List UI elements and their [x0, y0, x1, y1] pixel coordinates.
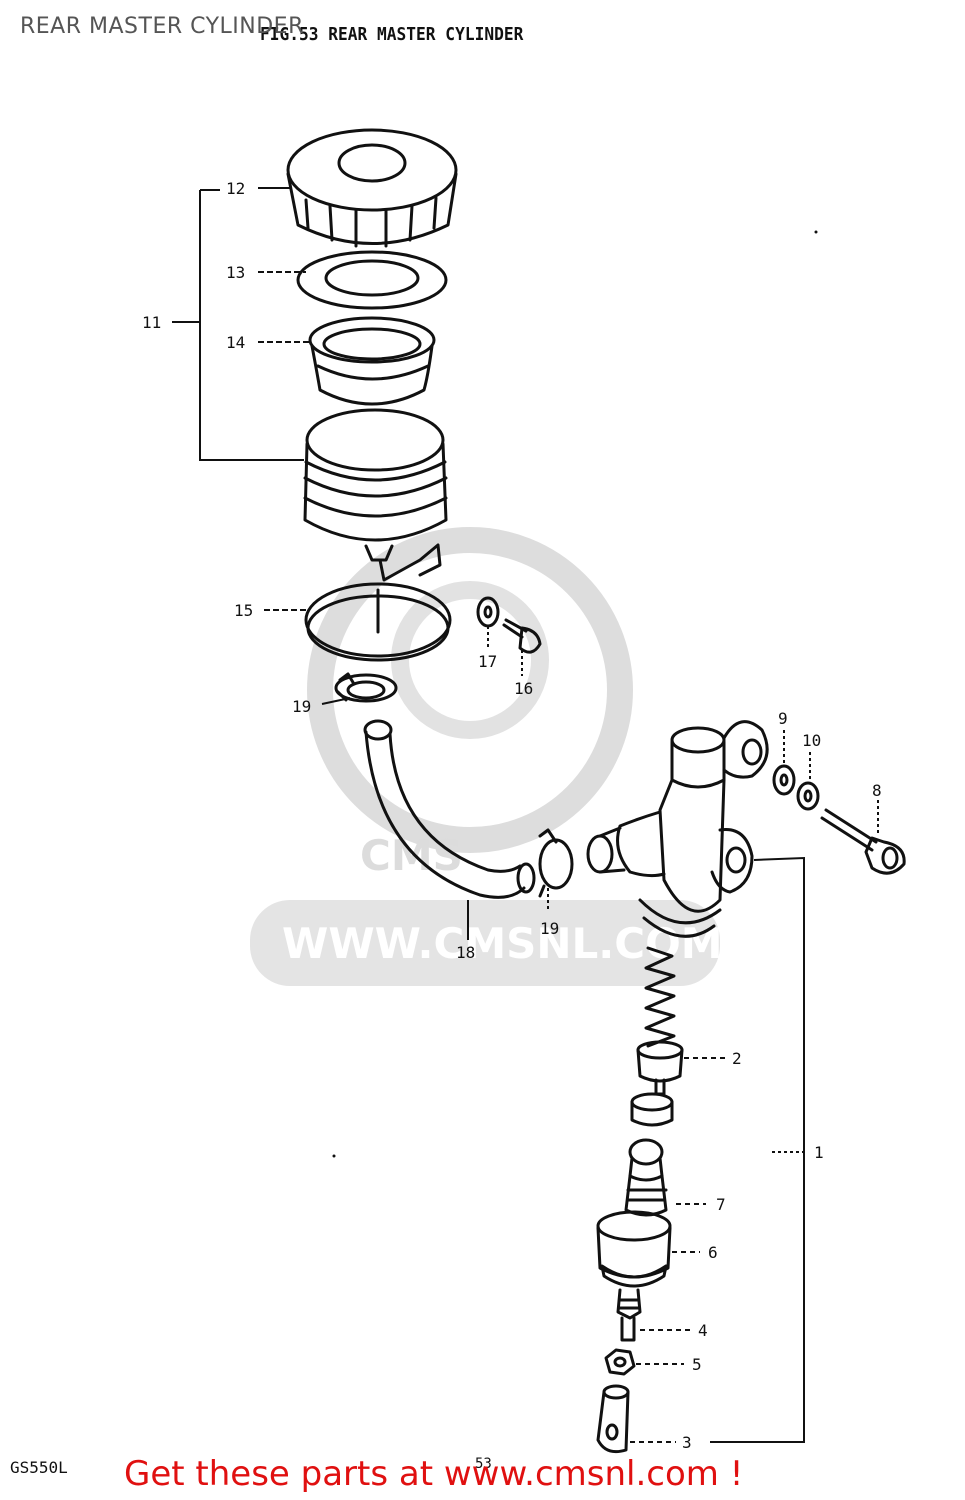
diaphragm-plate: [296, 250, 448, 310]
part-label-3: 3: [682, 1433, 692, 1452]
watermark-brand: CMS: [360, 831, 463, 880]
reservoir-band: [304, 543, 452, 662]
part-label-11: 11: [142, 313, 161, 332]
watermark-url: WWW.CMSNL.COM: [282, 919, 723, 968]
reservoir-cap: [286, 128, 458, 248]
part-label-10: 10: [802, 731, 821, 750]
piston-stopper: [596, 1210, 672, 1288]
part-label-16: 16: [514, 679, 533, 698]
piston: [624, 1138, 668, 1217]
part-label-7: 7: [716, 1195, 726, 1214]
footer-banner[interactable]: Get these parts at www.cmsnl.com !: [124, 1454, 744, 1494]
watermark-face: [391, 581, 549, 739]
hose-clamp-lower: [538, 828, 574, 898]
hose-clamp-upper: [334, 672, 398, 703]
figure-title: FIG.53 REAR MASTER CYLINDER: [260, 24, 524, 45]
part-label-19-upper: 19: [292, 697, 311, 716]
part-label-2: 2: [732, 1049, 742, 1068]
part-label-5: 5: [692, 1355, 702, 1374]
union-bolt: [820, 808, 906, 875]
push-rod: [616, 1288, 642, 1342]
diaphragm: [308, 316, 436, 406]
reservoir-hose: [363, 719, 536, 899]
part-label-9: 9: [778, 709, 788, 728]
rod-clevis: [596, 1384, 630, 1454]
part-label-18: 18: [456, 943, 475, 962]
union-gasket: [796, 781, 820, 811]
part-label-19-lower: 19: [540, 919, 559, 938]
scan-dot: [814, 230, 818, 234]
watermark-logo: CMS WWW.CMSNL.COM: [250, 527, 723, 986]
model-code: GS550L: [10, 1458, 68, 1477]
part-label-12: 12: [226, 179, 245, 198]
watermark-ring: [307, 527, 633, 853]
bracket-1: [710, 856, 805, 1443]
master-cylinder-body: [586, 720, 769, 938]
page-number: 53: [475, 1456, 492, 1472]
piston-spring: [644, 946, 676, 1048]
rod-nut: [604, 1348, 636, 1376]
union-washer: [772, 764, 796, 796]
part-label-4: 4: [698, 1321, 708, 1340]
scan-dot: [332, 1154, 336, 1158]
page-title: REAR MASTER CYLINDER: [20, 14, 304, 39]
part-label-17: 17: [478, 652, 497, 671]
part-label-14: 14: [226, 333, 245, 352]
watermark-bar: [250, 900, 720, 986]
primary-cup: [630, 1040, 684, 1127]
part-label-6: 6: [708, 1243, 718, 1262]
band-bolt: [502, 618, 542, 654]
part-label-15: 15: [234, 601, 253, 620]
part-label-1: 1: [814, 1143, 824, 1162]
bracket-11: [199, 190, 304, 461]
part-label-8: 8: [872, 781, 882, 800]
leader-19a: [321, 697, 351, 705]
band-washer: [476, 596, 500, 628]
part-label-13: 13: [226, 263, 245, 282]
